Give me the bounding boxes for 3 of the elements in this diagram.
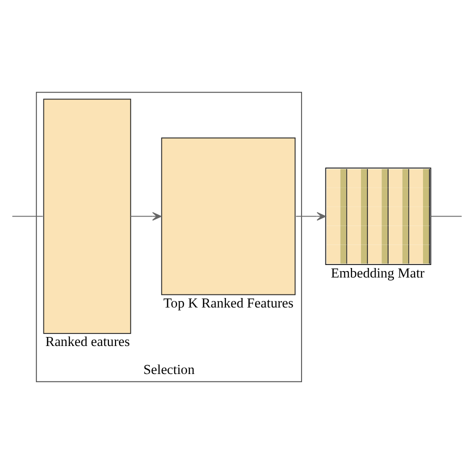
node-label: Ranked eatures	[45, 334, 130, 350]
node-label: Embedding Matr	[330, 265, 425, 280]
node-label: Top K Ranked Features	[163, 295, 294, 310]
